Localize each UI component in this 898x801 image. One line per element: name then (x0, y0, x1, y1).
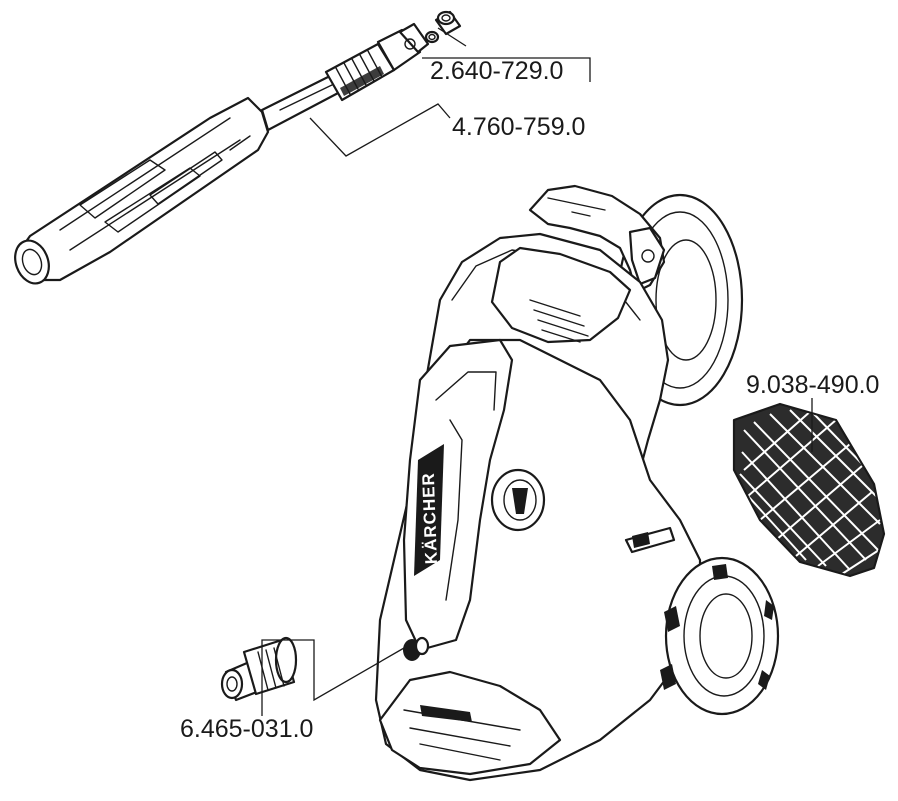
part-label-2-640-729-0: 2.640-729.0 (430, 57, 563, 85)
part-label-6-465-031-0: 6.465-031.0 (180, 715, 313, 743)
nozzle-seal-illustration (424, 10, 462, 44)
hose-coupling-illustration (220, 636, 298, 702)
leader-lines (261, 27, 813, 716)
pressure-washer-body-illustration: KÄRCHER (374, 184, 780, 782)
part-label-4-760-759-0: 4.760-759.0 (452, 113, 585, 141)
filter-mesh-illustration (732, 402, 886, 578)
part-label-9-038-490-0: 9.038-490.0 (746, 371, 879, 399)
spray-lance-illustration (14, 22, 430, 285)
brand-logo-text: KÄRCHER (419, 472, 441, 565)
